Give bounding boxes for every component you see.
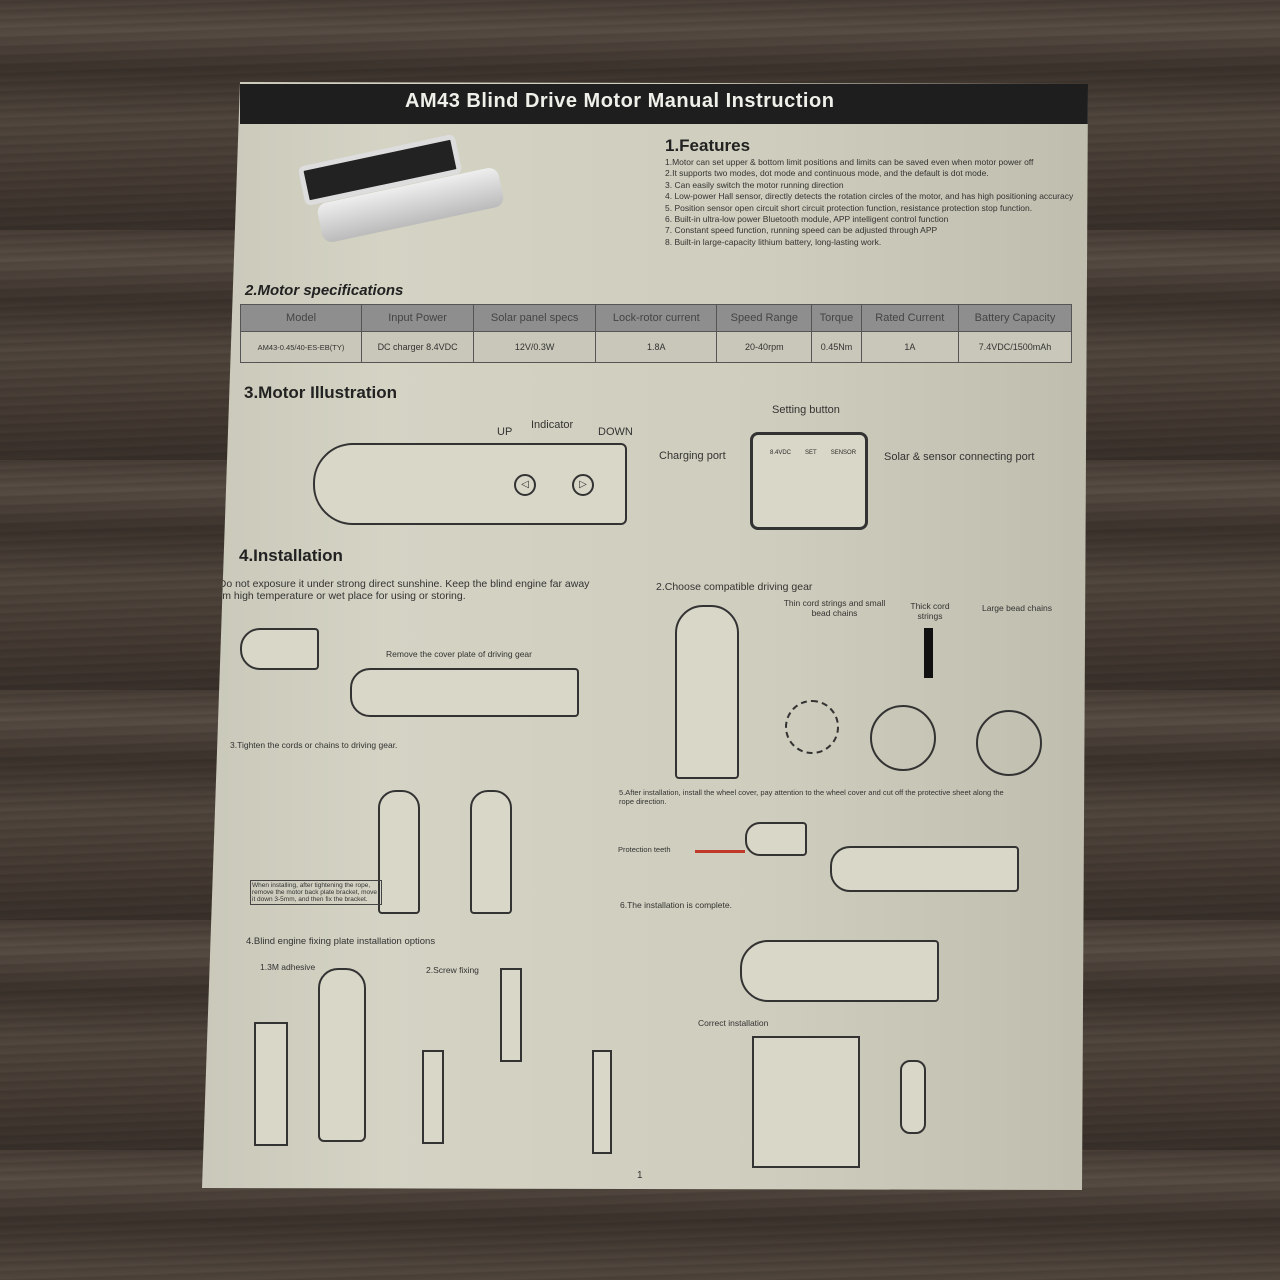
up-button-icon: ◁ [514, 474, 536, 496]
feature-item: 8. Built-in large-capacity lithium batte… [665, 236, 882, 247]
table-cell: 20-40rpm [716, 331, 813, 363]
feature-item: 3. Can easily switch the motor running d… [665, 179, 844, 190]
installation-heading: 4.Installation [239, 546, 343, 565]
page-number: 1 [637, 1170, 643, 1181]
installation-step-1: 1.Do not exposure it under strong direct… [210, 578, 590, 602]
bracket-side-drawing [500, 968, 522, 1062]
adhesive-strip-drawing [254, 1022, 288, 1146]
motor-cover-drawing [240, 628, 319, 670]
feature-item: 4. Low-power Hall sensor, directly detec… [665, 191, 1074, 202]
motor-end-view-drawing [750, 432, 868, 530]
installation-step-4: 4.Blind engine fixing plate installation… [246, 936, 436, 947]
table-row: AM43-0.45/40-ES-EB(TY) DC charger 8.4VDC… [239, 331, 1073, 363]
features-list: 1.Motor can set upper & bottom limit pos… [665, 157, 1075, 248]
gear-icon [785, 700, 839, 754]
up-label: UP [497, 426, 513, 438]
illustration-heading: 3.Motor Illustration [244, 383, 397, 402]
window-drawing [752, 1036, 860, 1168]
feature-item: 1.Motor can set upper & bottom limit pos… [665, 157, 1034, 167]
setting-button-label: Setting button [772, 404, 840, 416]
feature-item: 2.It supports two modes, dot mode and co… [665, 168, 989, 179]
installation-step-5: 5.After installation, install the wheel … [619, 788, 1004, 806]
wheel-cover-drawing [745, 822, 807, 856]
cord-gear-drawing-2 [470, 790, 512, 914]
thin-cord-label: Thin cord strings and small bead chains [783, 598, 886, 618]
adhesive-label: 1.3M adhesive [260, 962, 316, 972]
wheel-icon [976, 710, 1042, 776]
table-header: Rated Current [860, 304, 959, 332]
manual-title: AM43 Blind Drive Motor Manual Instructio… [405, 90, 835, 112]
installation-step-3: 3.Tighten the cords or chains to driving… [230, 740, 398, 750]
screw-label: 2.Screw fixing [426, 965, 479, 975]
table-header-row: Model Input Power Solar panel specs Lock… [239, 304, 1073, 332]
charging-port-label: Charging port [659, 450, 726, 462]
feature-item: 7. Constant speed function, running spee… [665, 225, 938, 236]
thick-cord-label: Thick cord strings [910, 601, 950, 621]
table-header: Model [239, 304, 363, 332]
port-label: SET [805, 450, 817, 456]
table-cell: 12V/0.3W [473, 331, 597, 363]
table-cell: 7.4VDC/1500mAh [957, 331, 1073, 363]
table-cell: 0.45Nm [811, 331, 862, 363]
wheel-icon [870, 705, 936, 771]
features-heading: 1.Features [665, 136, 751, 155]
specs-heading: 2.Motor specifications [245, 282, 404, 299]
table-cell: DC charger 8.4VDC [361, 331, 475, 363]
feature-item: 6. Built-in ultra-low power Bluetooth mo… [665, 214, 949, 225]
arrow-indicator [695, 850, 745, 853]
table-cell: 1A [860, 331, 959, 363]
protection-teeth-label: Protection teeth [618, 845, 671, 854]
down-button-icon: ▷ [572, 474, 594, 496]
table-header: Input Power [361, 304, 475, 332]
installation-note: When installing, after tightening the ro… [250, 880, 382, 905]
motor-vertical-drawing [675, 605, 739, 779]
table-header: Torque [811, 304, 862, 332]
port-label: SENSOR [830, 450, 857, 456]
installation-step-2: 2.Choose compatible driving gear [656, 581, 813, 593]
port-labels: 8.4VDC SET SENSOR [770, 450, 856, 456]
table-cell: AM43-0.45/40-ES-EB(TY) [239, 331, 363, 363]
solar-port-label: Solar & sensor connecting port [884, 451, 1035, 463]
large-bead-label: Large bead chains [982, 603, 1052, 613]
motor-on-window-drawing [900, 1060, 926, 1134]
mounting-plate-drawing [318, 968, 366, 1142]
table-header: Battery Capacity [957, 304, 1073, 332]
indicator-label: Indicator [531, 419, 574, 431]
table-header: Speed Range [716, 304, 813, 332]
table-cell: 1.8A [595, 331, 718, 363]
feature-item: 5. Position sensor open circuit short ci… [665, 202, 1033, 213]
cord-gear-drawing-1 [378, 790, 420, 914]
motor-complete-drawing [740, 940, 939, 1002]
table-header: Lock-rotor current [595, 304, 718, 332]
correct-installation-label: Correct installation [698, 1018, 769, 1028]
screw-plate-drawing [422, 1050, 444, 1144]
installation-step-6: 6.The installation is complete. [620, 900, 732, 910]
motor-open-drawing [350, 668, 579, 717]
thick-cord-icon [924, 628, 933, 678]
bracket-side-drawing-2 [592, 1050, 612, 1154]
port-label: 8.4VDC [770, 450, 792, 456]
title-bar [240, 84, 1088, 124]
table-header: Solar panel specs [473, 304, 597, 332]
remove-cover-label: Remove the cover plate of driving gear [386, 649, 532, 659]
motor-installed-drawing [830, 846, 1019, 892]
specs-table: Model Input Power Solar panel specs Lock… [239, 304, 1073, 363]
down-label: DOWN [598, 426, 633, 438]
